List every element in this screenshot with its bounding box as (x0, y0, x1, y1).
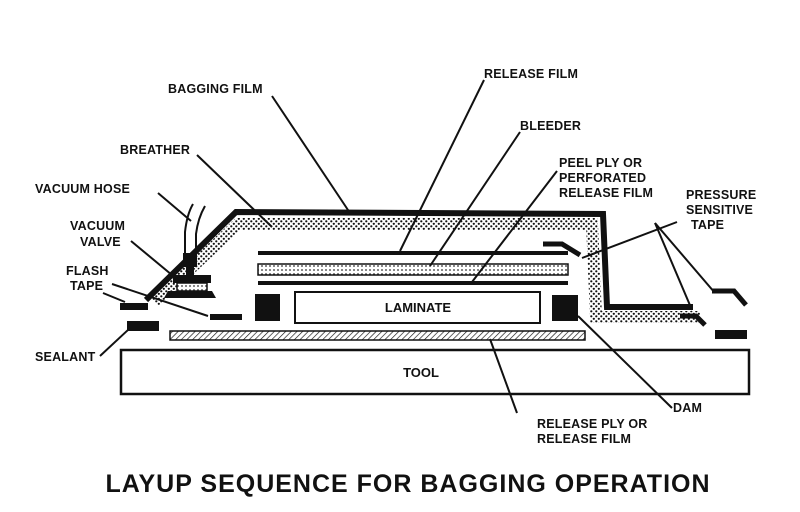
pressure-tape-1 (543, 241, 582, 258)
dam-left (255, 294, 280, 321)
tool-label: TOOL (403, 365, 439, 380)
peel-ply (258, 281, 568, 285)
leader-lines (99, 79, 716, 414)
sealant-left-top (120, 303, 148, 310)
label-flash-tape-2: TAPE (70, 279, 103, 293)
label-release-ply-2: RELEASE FILM (537, 432, 631, 446)
label-release-ply-1: RELEASE PLY OR (537, 417, 647, 431)
label-sealant: SEALANT (35, 350, 96, 364)
label-breather: BREATHER (120, 143, 190, 157)
label-bagging-film: BAGGING FILM (168, 82, 263, 96)
label-peel-ply-1: PEEL PLY OR (559, 156, 642, 170)
pressure-tape-2 (680, 313, 707, 327)
laminate: LAMINATE (294, 291, 541, 324)
bagging-film (143, 208, 693, 310)
label-pressure-tape-1: PRESSURE (686, 188, 756, 202)
diagram-title: LAYUP SEQUENCE FOR BAGGING OPERATION (105, 470, 710, 498)
label-pressure-tape-2: SENSITIVE (686, 203, 753, 217)
label-peel-ply-3: RELEASE FILM (559, 186, 653, 200)
label-vacuum-valve-1: VACUUM (70, 219, 125, 233)
label-release-film: RELEASE FILM (484, 67, 578, 81)
label-peel-ply-2: PERFORATED (559, 171, 646, 185)
laminate-label: LAMINATE (385, 300, 452, 315)
label-vacuum-hose: VACUUM HOSE (35, 182, 130, 196)
bleeder (257, 263, 569, 276)
flash-tape (210, 314, 242, 320)
dam-right (552, 295, 578, 321)
sealant-left (127, 321, 159, 331)
labels: BAGGING FILM RELEASE FILM BLEEDER BREATH… (35, 67, 756, 446)
label-flash-tape-1: FLASH (66, 264, 109, 278)
sealant-right (715, 330, 747, 339)
vacuum-valve (164, 253, 216, 298)
label-pressure-tape-3: TAPE (691, 218, 724, 232)
release-ply (169, 330, 586, 341)
label-bleeder: BLEEDER (520, 119, 581, 133)
label-dam: DAM (673, 401, 702, 415)
label-vacuum-valve-2: VALVE (80, 235, 121, 249)
release-film (258, 251, 568, 255)
pressure-tape-3 (712, 288, 748, 307)
tool: TOOL (119, 348, 751, 396)
